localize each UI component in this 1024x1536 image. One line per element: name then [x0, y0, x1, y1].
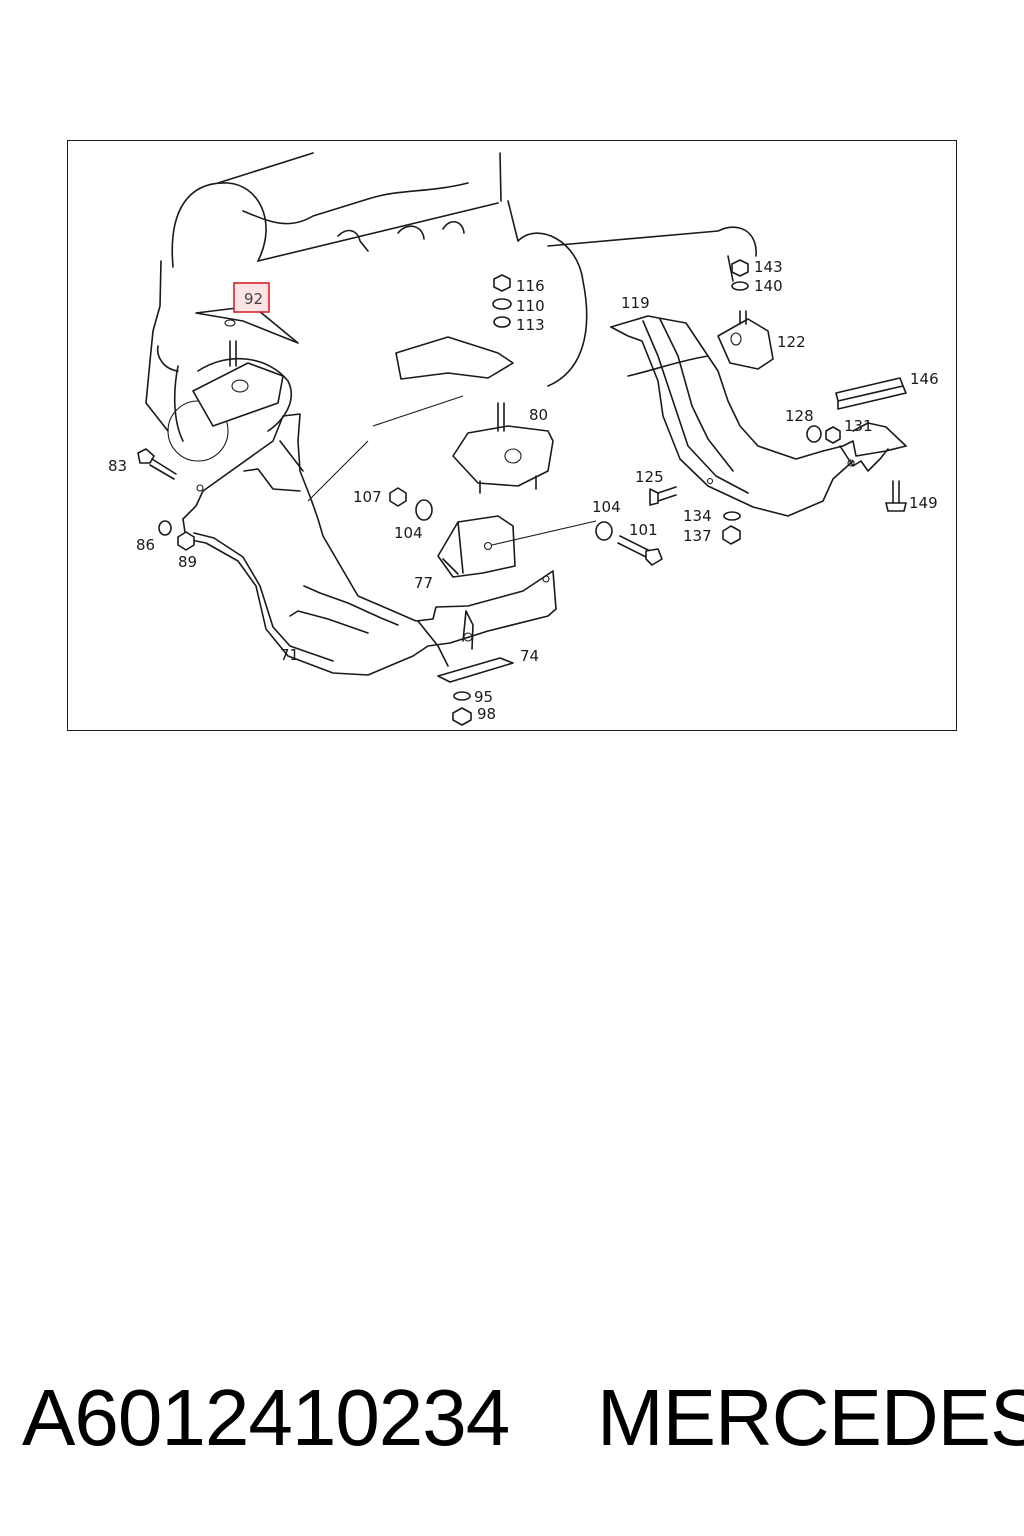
- highlighted-callout-92[interactable]: 92: [233, 282, 270, 313]
- callout-101[interactable]: 101: [629, 521, 658, 539]
- callout-131[interactable]: 131: [844, 417, 873, 435]
- part-number: A6012410234: [22, 1373, 510, 1462]
- callout-86[interactable]: 86: [136, 536, 155, 554]
- callout-80[interactable]: 80: [529, 406, 548, 424]
- callout-104-right[interactable]: 104: [592, 498, 621, 516]
- plate-146-drawing: [835, 377, 907, 410]
- callout-labels: 116 110 113 143 140 119 122 146 80 128 1…: [108, 258, 939, 723]
- callout-140[interactable]: 140: [754, 277, 783, 295]
- engine-block-drawing: [145, 152, 757, 502]
- callout-128[interactable]: 128: [785, 407, 814, 425]
- plate-74-drawing: [437, 657, 514, 683]
- callout-77[interactable]: 77: [414, 574, 433, 592]
- callout-143[interactable]: 143: [754, 258, 783, 276]
- engine-mount-exploded-diagram: 116 110 113 143 140 119 122 146 80 128 1…: [108, 152, 939, 726]
- mount-122-drawing: [717, 310, 774, 370]
- callout-119[interactable]: 119: [621, 294, 650, 312]
- callout-137[interactable]: 137: [683, 527, 712, 545]
- mount-77-drawing: [437, 515, 597, 578]
- callout-107[interactable]: 107: [353, 488, 382, 506]
- fasteners-drawing: [137, 259, 907, 726]
- product-footer: A6012410234 MERCEDES: [0, 1372, 1024, 1472]
- callout-92: 92: [244, 290, 263, 308]
- callout-146[interactable]: 146: [910, 370, 939, 388]
- crossmember-71-drawing: [182, 413, 557, 676]
- callout-110[interactable]: 110: [516, 297, 545, 315]
- callout-74[interactable]: 74: [520, 647, 539, 665]
- callout-104-left[interactable]: 104: [394, 524, 423, 542]
- highlight-box: [233, 282, 270, 313]
- callout-113[interactable]: 113: [516, 316, 545, 334]
- callout-71[interactable]: 71: [280, 646, 299, 664]
- rear-crossmember-119-drawing: [610, 315, 907, 517]
- brand-name: MERCEDES: [597, 1373, 1024, 1462]
- parts-diagram-frame: 116 110 113 143 140 119 122 146 80 128 1…: [67, 140, 957, 731]
- callout-116[interactable]: 116: [516, 277, 545, 295]
- callout-83[interactable]: 83: [108, 457, 127, 475]
- callout-134[interactable]: 134: [683, 507, 712, 525]
- callout-89[interactable]: 89: [178, 553, 197, 571]
- callout-95[interactable]: 95: [474, 688, 493, 706]
- callout-98[interactable]: 98: [477, 705, 496, 723]
- mount-80-drawing: [452, 402, 554, 494]
- callout-125[interactable]: 125: [635, 468, 664, 486]
- callout-149[interactable]: 149: [909, 494, 938, 512]
- callout-122[interactable]: 122: [777, 333, 806, 351]
